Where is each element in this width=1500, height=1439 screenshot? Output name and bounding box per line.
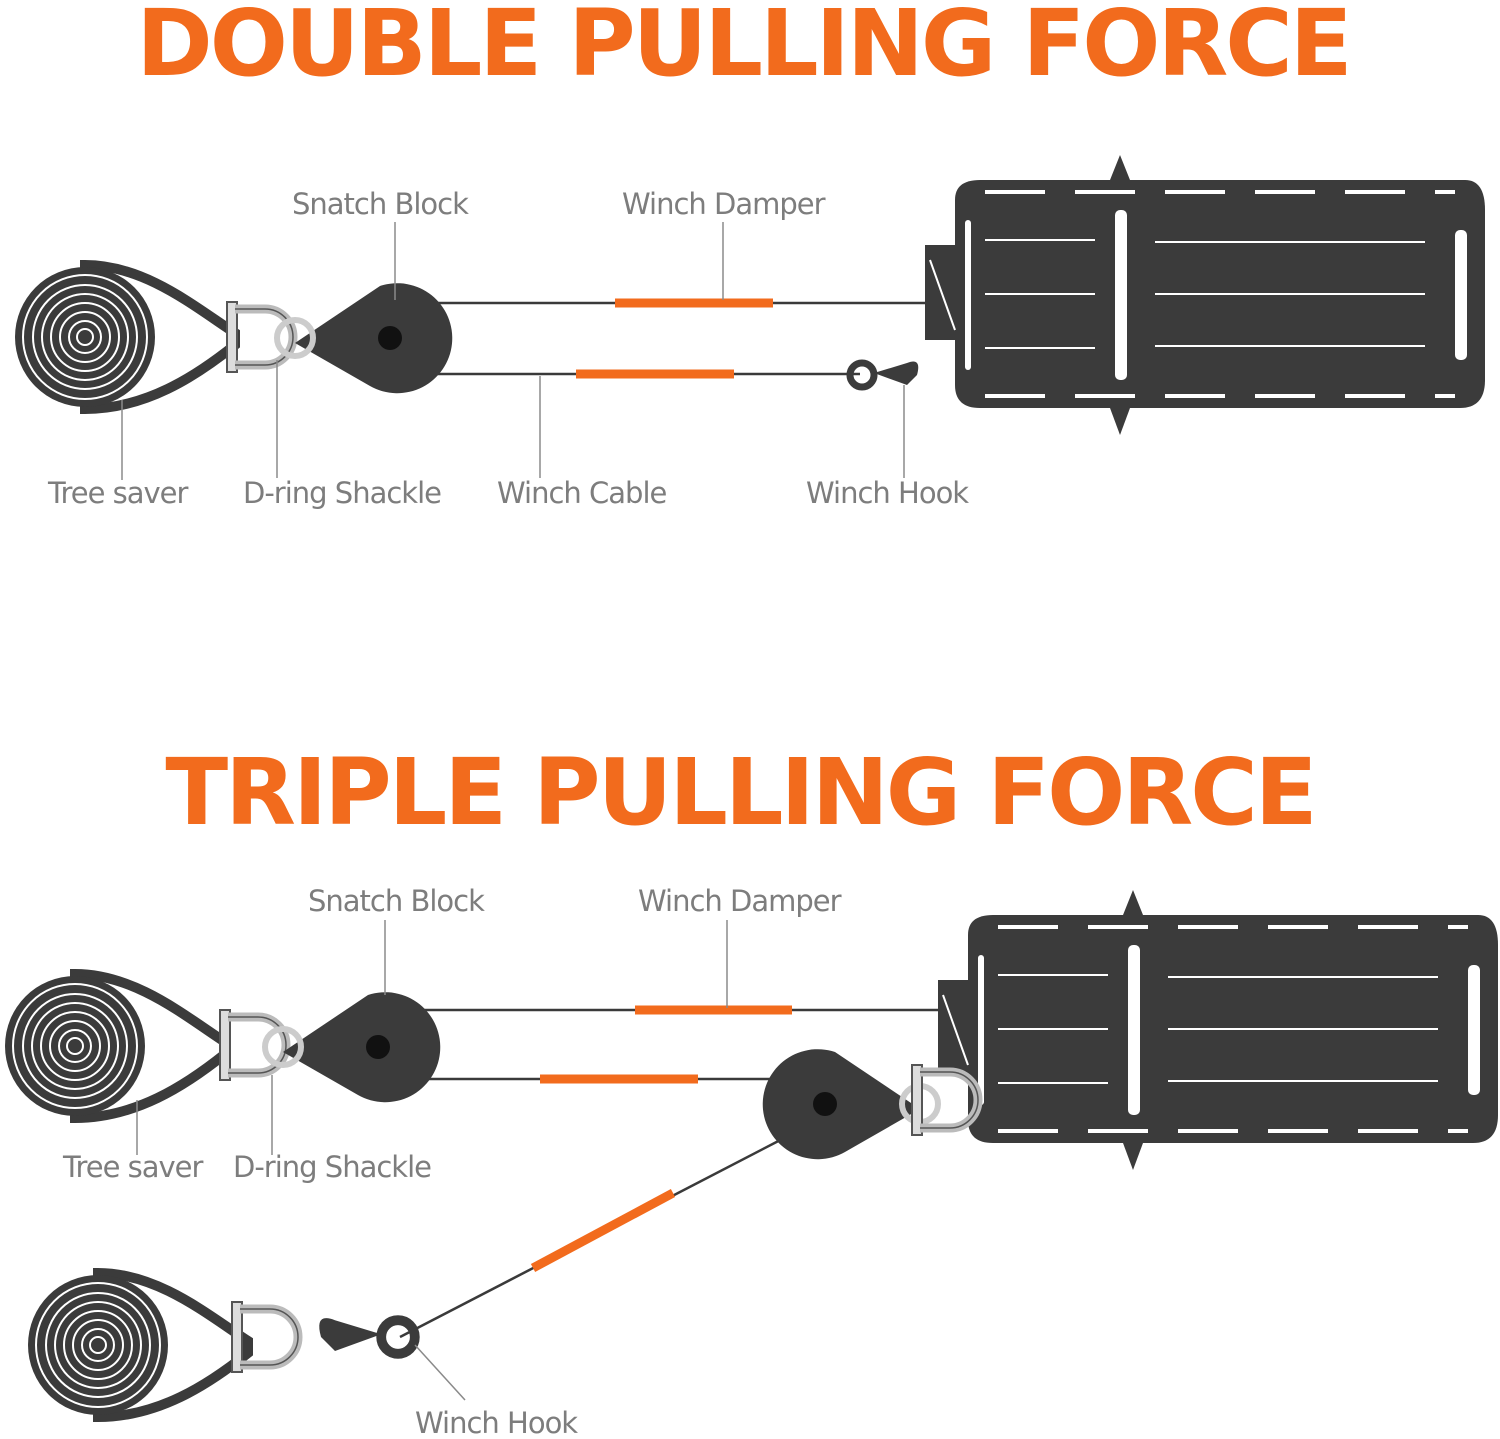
- tree-saver-icon: [5, 974, 225, 1118]
- label-d-ring-shackle: D-ring Shackle: [243, 476, 441, 510]
- label-winch-cable: Winch Cable: [497, 476, 667, 510]
- label-winch-hook: Winch Hook: [806, 476, 969, 510]
- label-snatch-block: Snatch Block: [308, 884, 485, 918]
- winch-hook-icon: [850, 362, 918, 388]
- triple-pulling-force-title: TRIPLE PULLING FORCE: [165, 739, 1314, 846]
- triple-rig: Snatch Block Winch Damper Tree saver D-r…: [5, 884, 1500, 1439]
- label-winch-hook: Winch Hook: [415, 1406, 578, 1439]
- tree-saver-2-icon: [28, 1273, 248, 1417]
- d-ring-shackle-icon: [220, 1010, 286, 1080]
- label-tree-saver: Tree saver: [47, 476, 189, 510]
- double-rig: Snatch Block Winch Damper Tree saver D-r…: [15, 153, 1487, 510]
- d-ring-shackle-2-icon: [232, 1302, 298, 1372]
- vehicle-icon: [936, 888, 1500, 1172]
- label-snatch-block: Snatch Block: [292, 187, 469, 221]
- vehicle-icon: [923, 153, 1487, 437]
- double-pulling-force-title: DOUBLE PULLING FORCE: [136, 0, 1349, 97]
- label-d-ring-shackle: D-ring Shackle: [233, 1150, 431, 1184]
- label-winch-damper: Winch Damper: [638, 884, 842, 918]
- leader-line: [414, 1344, 466, 1401]
- d-ring-shackle-icon: [227, 302, 293, 372]
- label-winch-damper: Winch Damper: [622, 187, 826, 221]
- winch-damper-diagonal: [530, 1189, 676, 1272]
- snatch-block-icon: [277, 283, 452, 393]
- label-tree-saver: Tree saver: [62, 1150, 204, 1184]
- snatch-block-icon: [265, 992, 440, 1102]
- tree-saver-icon: [15, 265, 235, 409]
